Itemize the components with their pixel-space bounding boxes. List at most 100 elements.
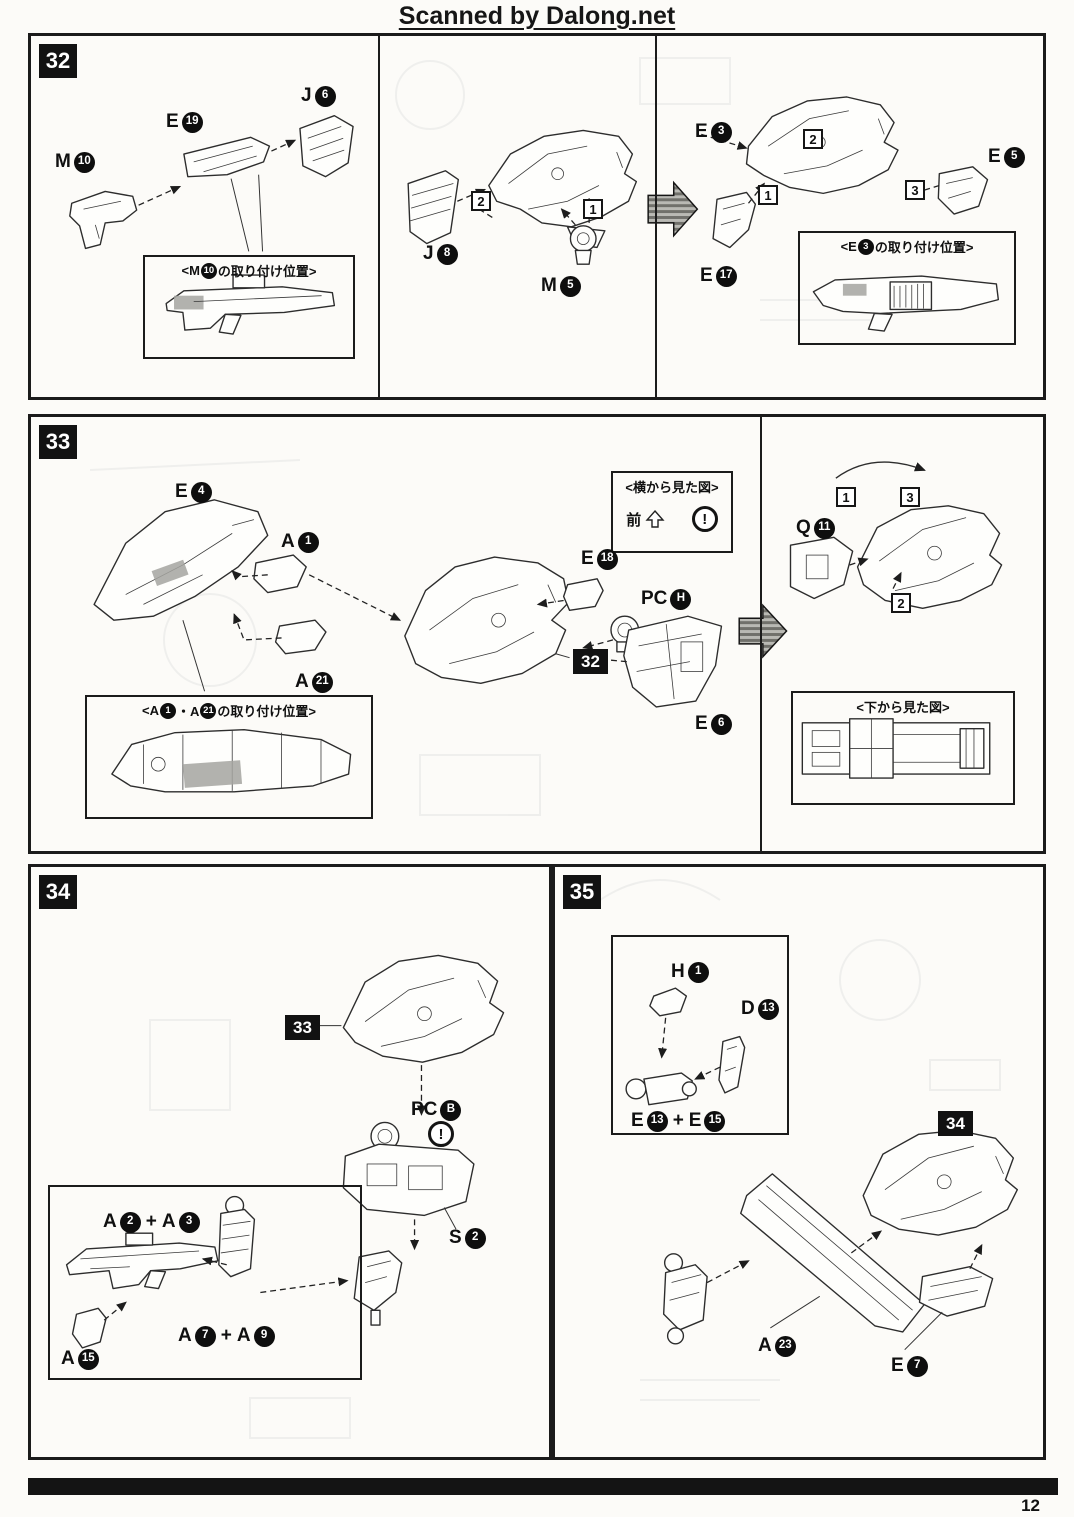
step-32-line-art: [69, 96, 1000, 335]
leader-line: [182, 620, 206, 692]
assembly-arrow: [233, 613, 282, 641]
panel-divider: [760, 417, 762, 851]
step-33-line-art: [93, 461, 1003, 793]
note-title: <横から見た図>: [625, 480, 719, 495]
assembly-arrow: [201, 1256, 227, 1266]
note-drawing-e3-position: [812, 275, 1000, 332]
footer-bar: [28, 1478, 1058, 1495]
part-drawing-h1: [649, 987, 688, 1017]
leader-line: [555, 653, 570, 659]
part-drawing-m5: [569, 225, 597, 265]
note-box-bottom-view: <下から見た図>: [791, 691, 1015, 805]
step-number-badge: 32: [39, 44, 77, 78]
assembly-arrow: [658, 1017, 668, 1059]
scan-watermark: Scanned by Dalong.net: [398, 2, 676, 30]
order-callout-1: 1: [583, 199, 603, 219]
note-drawing-rifle-assembly: [65, 1195, 256, 1349]
assembly-arrow: [560, 208, 576, 226]
assembly-arrow: [231, 569, 268, 581]
part-drawing-a23-blade: [740, 1173, 926, 1333]
part-drawing-e6: [623, 615, 723, 708]
assembly-drawing-center: [404, 556, 570, 685]
part-drawing-d13: [718, 1035, 746, 1094]
part-drawing-e13-e15: [625, 1072, 697, 1106]
part-drawing-j8: [407, 170, 459, 245]
step-35-line-art: [625, 987, 1019, 1351]
part-drawing-joint-unit: [662, 1253, 708, 1345]
order-callout-2: 2: [803, 129, 823, 149]
subassembly-ref-34: 34: [938, 1111, 973, 1136]
part-drawing-e4: [93, 499, 269, 621]
part-drawing-e18: [562, 578, 604, 612]
assembly-arrow: [138, 185, 182, 206]
assembly-drawing-right: [856, 505, 1003, 610]
assembly-arrow: [694, 1066, 721, 1080]
rotate-arrow: [835, 461, 926, 479]
inset-box-hand-subassembly: [611, 935, 789, 1135]
note-box-weapon-subassembly: [48, 1185, 362, 1380]
next-step-arrow: [738, 603, 788, 659]
part-drawing-e19: [183, 136, 271, 178]
order-callout-2: 2: [471, 191, 491, 211]
note-box-side-view: <横から見た図> 前 !: [611, 471, 733, 553]
step-number-badge: 34: [39, 875, 77, 909]
note-drawing-m10-position: [165, 274, 336, 335]
assembly-arrow: [850, 1230, 883, 1254]
assembly-arrow: [706, 1260, 750, 1284]
subassembly-ref-33: 33: [285, 1015, 320, 1040]
leader-lines: [230, 174, 264, 252]
part-drawing-e7: [918, 1266, 994, 1317]
assembly-arrow: [536, 598, 564, 608]
assembly-drawing-panel2: [488, 129, 638, 249]
assembly-arrow: [582, 639, 614, 650]
order-callout-1: 1: [836, 487, 856, 507]
part-drawing-a21: [274, 619, 327, 655]
leader-line: [904, 1311, 943, 1351]
assembly-arrow: [892, 571, 902, 589]
note-drawing-a1-a21-position: [111, 728, 352, 793]
front-arrow-icon: [645, 509, 665, 528]
order-callout-3: 3: [905, 180, 925, 200]
assembly-arrow: [260, 1277, 349, 1294]
note-drawing-bottom-view: [801, 718, 991, 779]
part-drawing-q11: [789, 536, 854, 600]
step-number-badge: 35: [563, 875, 601, 909]
page-number: 12: [1021, 1496, 1040, 1515]
front-direction-label: 前: [626, 509, 665, 530]
order-callout-1: 1: [758, 185, 778, 205]
assembly-arrow: [969, 1243, 983, 1269]
part-drawing-a1: [253, 554, 307, 594]
part-drawing-j6: [299, 114, 354, 178]
note-title: <下から見た図>: [856, 700, 950, 715]
assembly-arrow: [849, 557, 869, 567]
warning-icon: !: [691, 506, 718, 532]
assembly-arrow: [308, 574, 402, 621]
